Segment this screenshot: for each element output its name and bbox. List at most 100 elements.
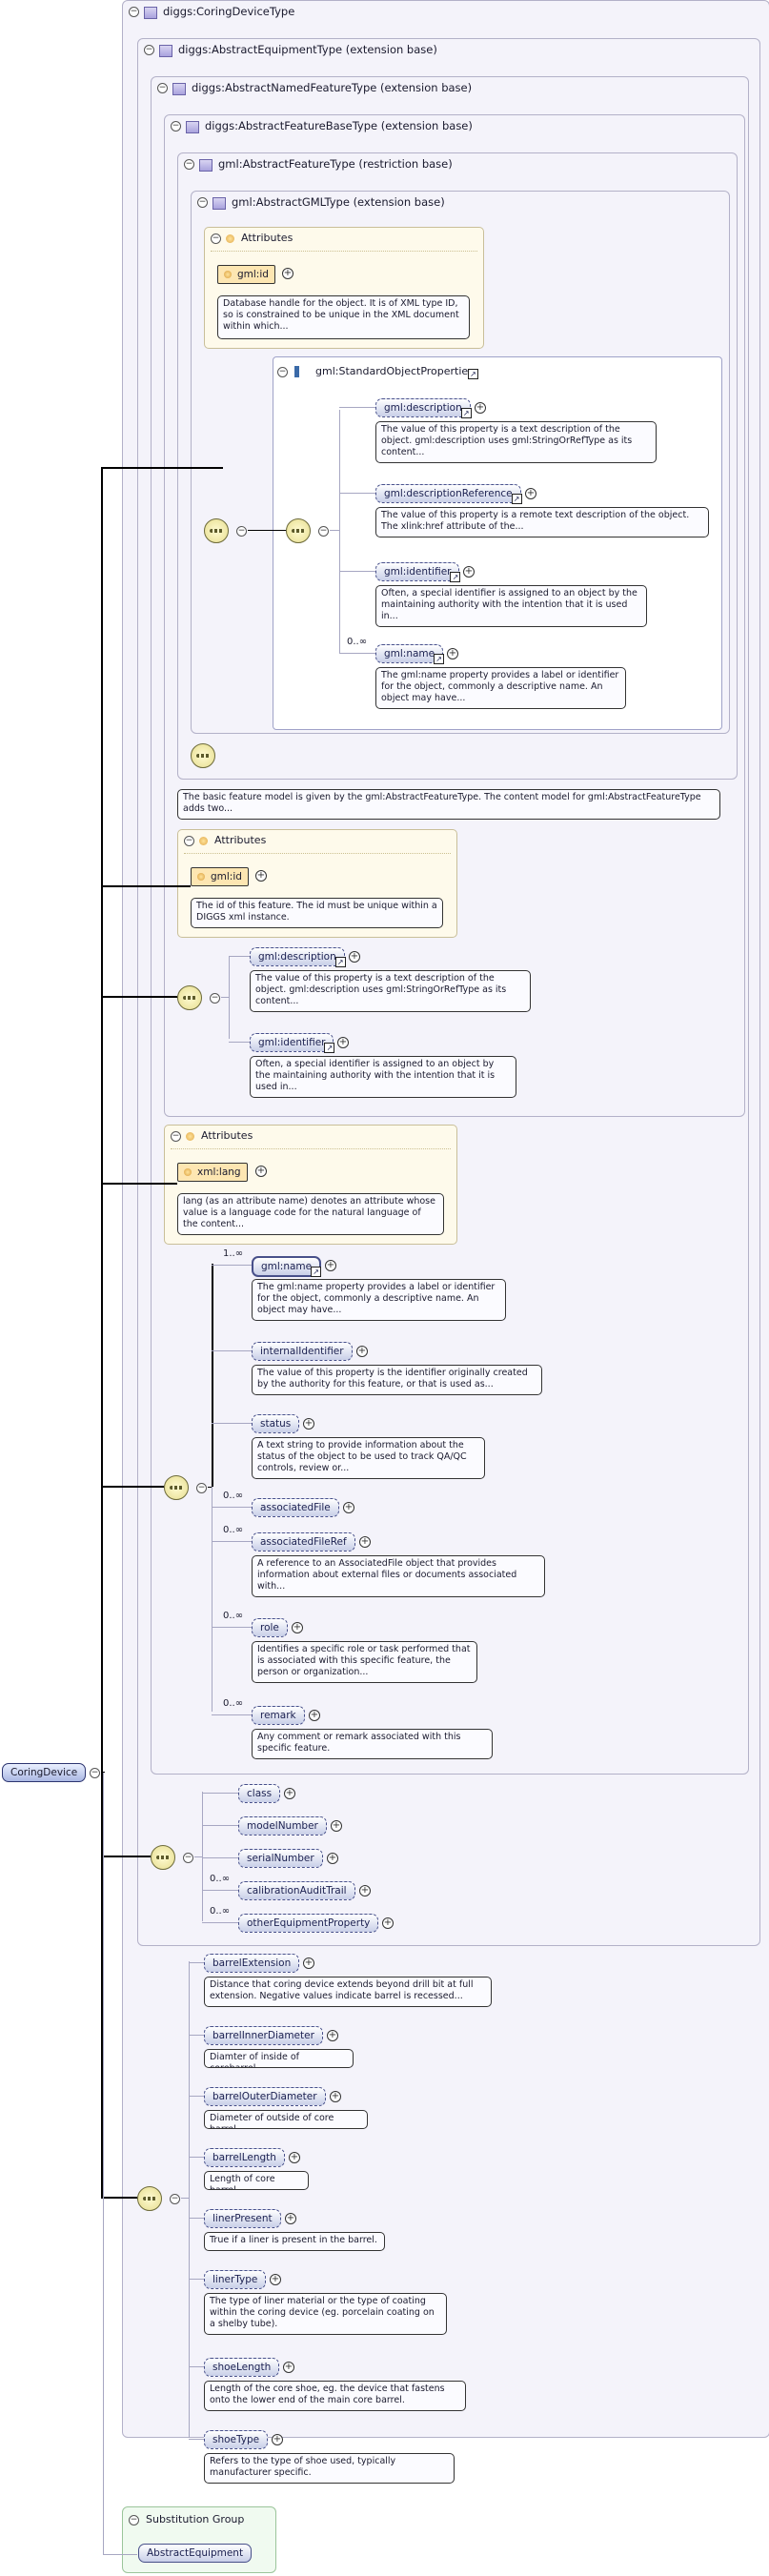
element-doc: The value of this property is the identi… [252, 1365, 542, 1395]
element-linerpresent[interactable]: linerPresent [204, 2209, 281, 2228]
element-serialnumber[interactable]: serialNumber [238, 1849, 323, 1868]
element-name: linerType [212, 2274, 258, 2285]
expand-icon[interactable]: + [283, 2362, 294, 2373]
collapse-toggle[interactable]: − [197, 197, 208, 208]
element-gml-name[interactable]: gml:name↗ [252, 1256, 322, 1277]
collapse-toggle[interactable]: − [144, 45, 154, 55]
expand-icon[interactable]: + [303, 1957, 314, 1969]
element-otherequipmentproperty[interactable]: otherEquipmentProperty [238, 1914, 379, 1933]
element-shoetype[interactable]: shoeType [204, 2430, 269, 2449]
element-modelnumber[interactable]: modelNumber [238, 1816, 327, 1836]
expand-icon[interactable]: + [359, 1885, 371, 1897]
expand-icon[interactable]: + [447, 648, 458, 659]
expand-icon[interactable]: + [337, 1037, 349, 1048]
collapse-toggle[interactable]: − [129, 7, 139, 17]
collapse-toggle[interactable]: − [196, 1483, 207, 1493]
link-icon[interactable]: ↗ [468, 369, 478, 379]
element-gml-descriptionreference[interactable]: gml:descriptionReference↗ [375, 484, 522, 504]
expand-icon[interactable]: + [325, 1260, 336, 1271]
type-title: diggs:AbstractEquipmentType (extension b… [178, 43, 437, 56]
collapse-toggle[interactable]: − [236, 526, 247, 537]
expand-icon[interactable]: + [327, 2030, 338, 2041]
collapse-toggle[interactable]: − [184, 836, 194, 846]
collapse-toggle[interactable]: − [318, 526, 329, 537]
link-icon[interactable]: ↗ [324, 1043, 335, 1053]
expand-icon[interactable]: + [331, 1820, 342, 1832]
element-internalidentifier[interactable]: internalIdentifier [252, 1342, 353, 1361]
complex-type-icon [199, 159, 212, 172]
expand-icon[interactable]: + [463, 566, 475, 578]
element-gml-identifier[interactable]: gml:identifier↗ [250, 1033, 335, 1053]
link-icon[interactable]: ↗ [311, 1267, 322, 1277]
attr-xml-lang[interactable]: xml:lang [177, 1163, 248, 1182]
expand-icon[interactable]: + [255, 1166, 267, 1177]
collapse-toggle[interactable]: − [184, 159, 194, 170]
element-calibrationaudittrail[interactable]: calibrationAuditTrail [238, 1881, 355, 1900]
collapse-toggle[interactable]: − [157, 83, 168, 93]
sequence-compositor-icon[interactable] [164, 1475, 189, 1500]
collapse-toggle[interactable]: − [211, 233, 221, 244]
element-doc: The value of this property is a text des… [375, 421, 657, 463]
element-role[interactable]: role [252, 1618, 288, 1637]
link-icon[interactable]: ↗ [434, 654, 445, 664]
collapse-toggle[interactable]: − [170, 2194, 180, 2204]
element-gml-description[interactable]: gml:description↗ [375, 398, 472, 418]
collapse-toggle[interactable]: − [171, 1131, 181, 1142]
link-icon[interactable]: ↗ [460, 408, 472, 418]
expand-icon[interactable]: + [349, 951, 360, 963]
expand-icon[interactable]: + [289, 2152, 300, 2163]
attr-gml-id[interactable]: gml:id [217, 265, 275, 284]
element-class[interactable]: class [238, 1784, 281, 1803]
link-icon[interactable]: ↗ [450, 572, 461, 582]
expand-icon[interactable]: + [330, 2091, 341, 2102]
collapse-toggle[interactable]: − [129, 2515, 139, 2525]
element-linertype[interactable]: linerType [204, 2270, 267, 2289]
collapse-toggle[interactable]: − [183, 1853, 193, 1863]
element-barrelextension[interactable]: barrelExtension [204, 1954, 300, 1973]
expand-icon[interactable]: + [525, 488, 536, 499]
sequence-compositor-icon[interactable] [191, 743, 215, 768]
expand-icon[interactable]: + [359, 1536, 371, 1548]
attr-gml-id[interactable]: gml:id [191, 867, 249, 886]
sequence-compositor-icon[interactable] [177, 985, 202, 1010]
link-icon[interactable]: ↗ [511, 494, 522, 504]
expand-icon[interactable]: + [270, 2274, 281, 2285]
element-associatedfile[interactable]: associatedFile [252, 1498, 339, 1517]
element-barrelouterdiameter[interactable]: barrelOuterDiameter [204, 2087, 326, 2106]
expand-icon[interactable]: + [292, 1622, 303, 1633]
expand-icon[interactable]: + [284, 1788, 295, 1799]
expand-icon[interactable]: + [285, 2213, 296, 2224]
element-doc: Often, a special identifier is assigned … [250, 1056, 516, 1098]
element-barrellength[interactable]: barrelLength [204, 2148, 285, 2167]
expand-icon[interactable]: + [382, 1917, 394, 1929]
root-element-coring-device[interactable]: CoringDevice [2, 1763, 87, 1782]
element-status[interactable]: status [252, 1414, 300, 1433]
expand-icon[interactable]: + [303, 1418, 314, 1430]
sequence-compositor-icon[interactable] [286, 518, 311, 543]
expand-icon[interactable]: + [282, 268, 293, 279]
element-remark[interactable]: remark [252, 1706, 305, 1725]
sequence-compositor-icon[interactable] [151, 1845, 175, 1870]
collapse-toggle[interactable]: − [277, 367, 288, 377]
element-barrelinnerdiameter[interactable]: barrelInnerDiameter [204, 2026, 323, 2045]
expand-icon[interactable]: + [343, 1502, 354, 1513]
complex-type-icon [186, 121, 199, 133]
expand-icon[interactable]: + [255, 870, 267, 882]
abstract-equipment-element[interactable]: AbstractEquipment [138, 2544, 253, 2563]
element-associatedfileref[interactable]: associatedFileRef [252, 1532, 355, 1552]
element-shoelength[interactable]: shoeLength [204, 2358, 280, 2377]
link-icon[interactable]: ↗ [334, 957, 346, 967]
element-gml-identifier[interactable]: gml:identifier↗ [375, 562, 461, 582]
expand-icon[interactable]: + [272, 2434, 283, 2445]
element-gml-name[interactable]: gml:name↗ [375, 644, 445, 664]
expand-icon[interactable]: + [327, 1853, 338, 1864]
sequence-compositor-icon[interactable] [137, 2186, 162, 2211]
collapse-toggle[interactable]: − [90, 1768, 100, 1778]
expand-icon[interactable]: + [475, 402, 486, 414]
element-gml-description[interactable]: gml:description↗ [250, 947, 346, 967]
sequence-compositor-icon[interactable] [204, 518, 229, 543]
collapse-toggle[interactable]: − [210, 993, 220, 1004]
expand-icon[interactable]: + [309, 1710, 320, 1721]
collapse-toggle[interactable]: − [171, 121, 181, 132]
expand-icon[interactable]: + [356, 1346, 368, 1357]
